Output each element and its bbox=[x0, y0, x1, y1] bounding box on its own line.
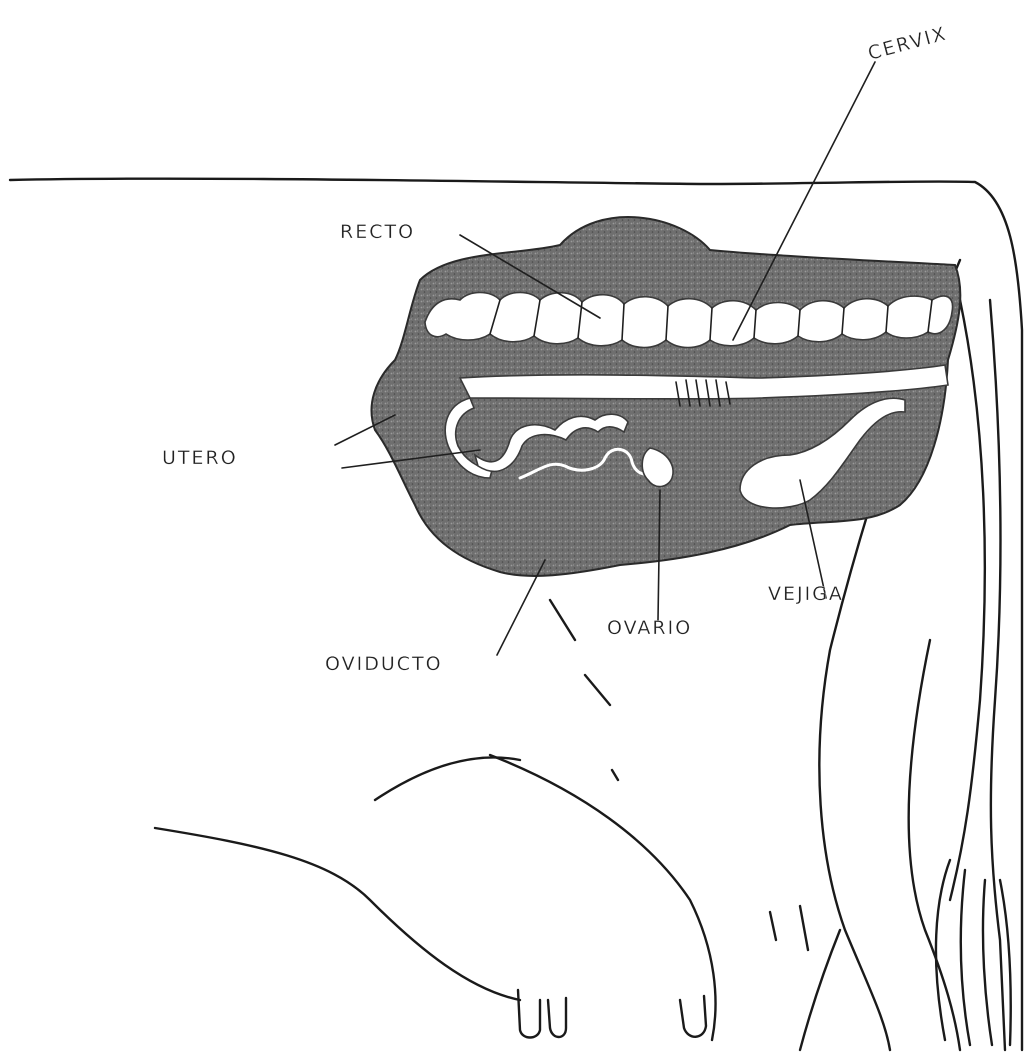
label-recto: RECTO bbox=[340, 221, 415, 243]
cow-tail-inner bbox=[950, 300, 985, 900]
cow-tail bbox=[990, 300, 1005, 1050]
teat-3 bbox=[680, 996, 706, 1037]
label-vejiga: VEJIGA bbox=[768, 583, 844, 605]
label-ovario: OVARIO bbox=[607, 617, 692, 639]
teat-1 bbox=[518, 990, 540, 1038]
flank-line bbox=[490, 755, 716, 1040]
hock-line bbox=[770, 906, 840, 1050]
label-utero: UTERO bbox=[162, 447, 238, 469]
belly-outline bbox=[155, 828, 520, 1000]
hind-leg-back bbox=[909, 640, 960, 1050]
label-cervix: CERVIX bbox=[866, 23, 950, 65]
rectum-band bbox=[425, 293, 953, 348]
label-oviducto: OVIDUCTO bbox=[325, 653, 443, 675]
udder-outline bbox=[375, 757, 520, 800]
teat-2 bbox=[548, 998, 566, 1037]
